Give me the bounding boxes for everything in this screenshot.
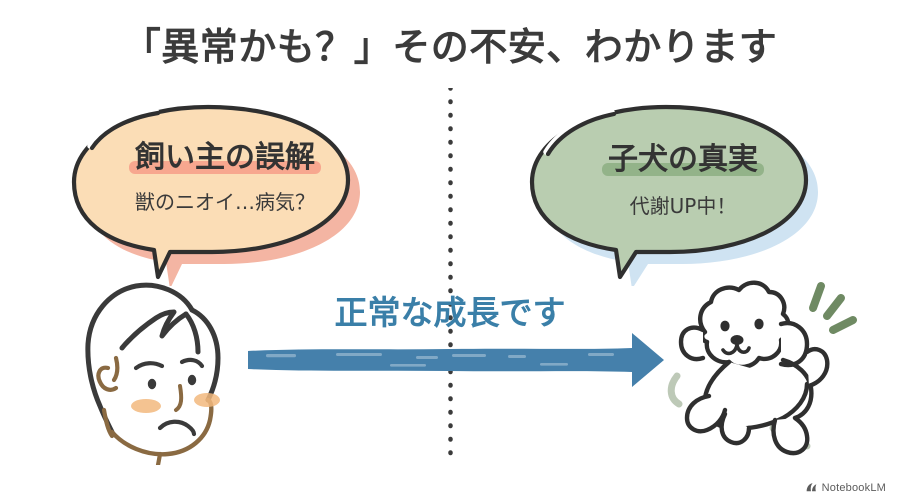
vertical-divider — [448, 85, 453, 466]
dotted-line-icon — [448, 85, 453, 466]
notebooklm-logo-icon — [806, 483, 816, 492]
bubble-text-block: 飼い主の誤解 獣のニオイ…病気？ — [60, 96, 390, 215]
watermark: NotebookLM — [805, 481, 886, 494]
poodle-puppy-icon — [667, 280, 857, 456]
right-bubble-heading: 子犬の真実 — [602, 134, 764, 178]
transition-arrow — [240, 325, 670, 400]
heading-highlight — [602, 163, 764, 176]
heading-highlight — [129, 161, 321, 174]
speech-bubble-shape — [71, 104, 360, 286]
bubble-text-block: 子犬の真実 代謝UP中！ — [518, 96, 848, 219]
right-bubble-subtext: 代謝UP中！ — [629, 194, 737, 218]
page-title: 「異常かも？」その不安、わかります — [122, 25, 778, 69]
watermark-label: NotebookLM — [821, 481, 886, 494]
left-bubble-heading: 飼い主の誤解 — [129, 132, 321, 176]
motion-lines-icon — [809, 282, 857, 334]
puppy-truth-bubble: 子犬の真実 代謝UP中！ — [518, 96, 848, 286]
puppy-face — [720, 318, 764, 356]
center-message: 正常な成長です — [334, 293, 566, 332]
worried-person-illustration — [70, 270, 245, 470]
bubble-body — [529, 104, 809, 280]
arrow-texture — [266, 353, 614, 367]
speech-bubble-shape — [529, 104, 818, 286]
bubble-body — [71, 104, 351, 280]
left-bubble-subtext: 獣のニオイ…病気？ — [135, 190, 315, 214]
worried-face-icon — [85, 282, 221, 468]
right-arrow-icon — [248, 333, 664, 387]
jumping-puppy-illustration — [655, 268, 865, 473]
owner-misunderstanding-bubble: 飼い主の誤解 獣のニオイ…病気？ — [60, 96, 390, 286]
